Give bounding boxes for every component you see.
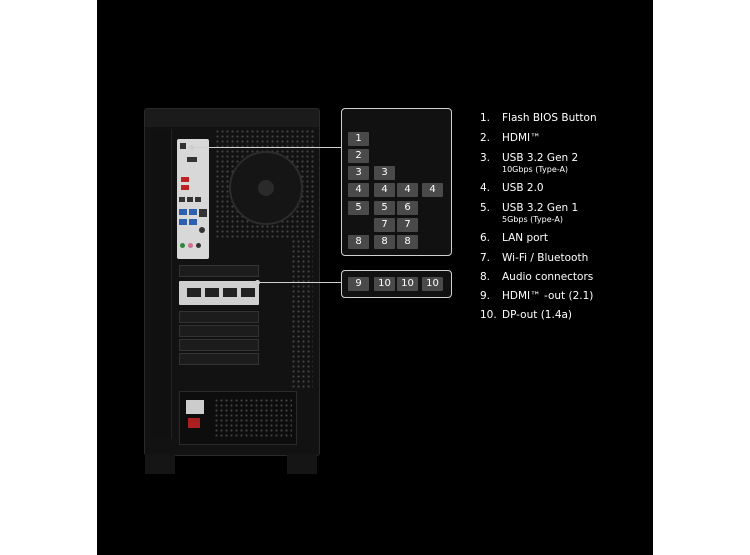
port-number: 3 bbox=[374, 166, 395, 180]
io-shield bbox=[177, 139, 209, 259]
expansion-slot bbox=[179, 311, 259, 323]
expansion-slot bbox=[179, 353, 259, 365]
port-number: 10 bbox=[422, 277, 443, 291]
usb-port-icon bbox=[181, 185, 189, 190]
port-number: 1 bbox=[348, 132, 369, 146]
legend-number: 4. bbox=[480, 182, 491, 194]
port-number: 8 bbox=[397, 235, 418, 249]
antenna-icon bbox=[199, 227, 205, 233]
usb-port-icon bbox=[179, 209, 187, 215]
port-number: 4 bbox=[422, 183, 443, 197]
legend-subtext: 10Gbps (Type-A) bbox=[502, 165, 569, 174]
leader-line bbox=[257, 282, 341, 283]
legend-number: 7. bbox=[480, 252, 491, 264]
leader-dot bbox=[189, 145, 194, 150]
usb-port-icon bbox=[189, 209, 197, 215]
port-number: 5 bbox=[374, 201, 395, 215]
gpu-callout: 9 10 10 10 bbox=[341, 270, 452, 298]
leader-dot bbox=[255, 280, 260, 285]
legend-text: USB 3.2 Gen 2 bbox=[502, 152, 579, 164]
gpu-bracket bbox=[179, 281, 259, 305]
side-mesh bbox=[291, 239, 313, 389]
port-number: 10 bbox=[374, 277, 395, 291]
legend-text: USB 3.2 Gen 1 bbox=[502, 202, 579, 214]
legend-text: HDMI™ bbox=[502, 132, 541, 144]
legend-text: Audio connectors bbox=[502, 271, 594, 283]
legend-number: 9. bbox=[480, 290, 491, 302]
psu bbox=[179, 391, 297, 445]
bios-button-icon bbox=[180, 143, 186, 149]
port-number: 5 bbox=[348, 201, 369, 215]
port-number: 3 bbox=[348, 166, 369, 180]
legend-text: LAN port bbox=[502, 232, 548, 244]
audio-jack-icon bbox=[180, 243, 185, 248]
port-number: 8 bbox=[374, 235, 395, 249]
port-number: 4 bbox=[397, 183, 418, 197]
usb-port-icon bbox=[187, 197, 193, 202]
legend-number: 6. bbox=[480, 232, 491, 244]
port-number: 2 bbox=[348, 149, 369, 163]
expansion-slot bbox=[179, 265, 259, 277]
legend-number: 2. bbox=[480, 132, 491, 144]
case-top bbox=[145, 109, 319, 127]
legend-number: 3. bbox=[480, 152, 491, 164]
expansion-slot bbox=[179, 325, 259, 337]
port-number: 4 bbox=[374, 183, 395, 197]
audio-jack-icon bbox=[196, 243, 201, 248]
legend-subtext: 5Gbps (Type-A) bbox=[502, 215, 563, 224]
legend-number: 5. bbox=[480, 202, 491, 214]
port-number: 8 bbox=[348, 235, 369, 249]
legend-number: 10. bbox=[480, 309, 497, 321]
hdmi-port-icon bbox=[187, 157, 197, 162]
usb-port-icon bbox=[189, 219, 197, 225]
usb-port-icon bbox=[195, 197, 201, 202]
rear-fan-icon bbox=[229, 151, 303, 225]
product-image: 1 2 3 3 4 4 4 4 5 5 6 7 7 8 8 8 9 10 10 … bbox=[97, 0, 653, 555]
legend-text: Wi-Fi / Bluetooth bbox=[502, 252, 589, 264]
usb-port-icon bbox=[179, 219, 187, 225]
usb-port-icon bbox=[179, 197, 185, 202]
leader-line bbox=[191, 147, 341, 148]
legend-text: DP-out (1.4a) bbox=[502, 309, 573, 321]
port-number: 7 bbox=[374, 218, 395, 232]
usb-port-icon bbox=[181, 177, 189, 182]
case-foot bbox=[145, 454, 175, 474]
power-socket-icon bbox=[186, 400, 204, 414]
case-rail bbox=[151, 129, 172, 439]
port-number: 7 bbox=[397, 218, 418, 232]
lan-port-icon bbox=[199, 209, 207, 217]
legend-number: 1. bbox=[480, 112, 491, 124]
port-number: 10 bbox=[397, 277, 418, 291]
port-number: 4 bbox=[348, 183, 369, 197]
legend-text: USB 2.0 bbox=[502, 182, 544, 194]
expansion-slot bbox=[179, 339, 259, 351]
port-number: 6 bbox=[397, 201, 418, 215]
legend-text: Flash BIOS Button bbox=[502, 112, 597, 124]
legend-text: HDMI™ -out (2.1) bbox=[502, 290, 594, 302]
audio-jack-icon bbox=[188, 243, 193, 248]
io-callout: 1 2 3 3 4 4 4 4 5 5 6 7 7 8 8 8 bbox=[341, 108, 452, 256]
power-switch-icon bbox=[188, 418, 200, 428]
legend-number: 8. bbox=[480, 271, 491, 283]
case-foot bbox=[287, 454, 317, 474]
port-number: 9 bbox=[348, 277, 369, 291]
